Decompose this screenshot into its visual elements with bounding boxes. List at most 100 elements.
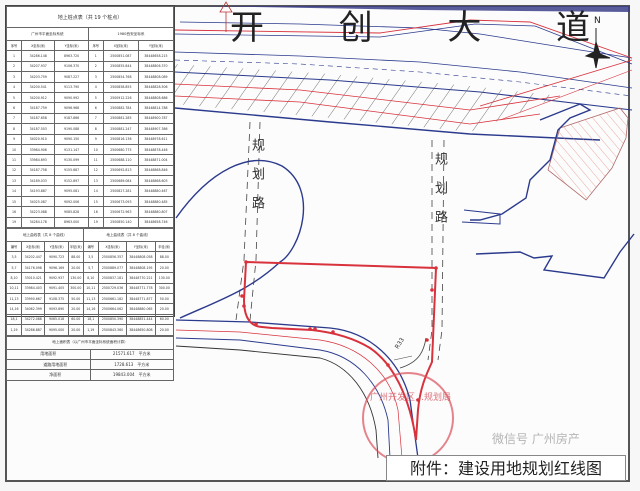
- table-cell: 5,7: [5, 261, 23, 274]
- table-cell: 6: [87, 102, 104, 114]
- table-cell: 1,19: [5, 324, 23, 336]
- table-cell: 13: [5, 175, 23, 187]
- curve-table-left-title: 地上曲线表（共 8 个曲线）: [6, 228, 84, 243]
- table-cell: 38448880.807: [137, 206, 175, 218]
- right-blue-boundary: [470, 103, 592, 221]
- table-cell: 38448808.686: [137, 91, 175, 104]
- r33-arc: [399, 337, 427, 369]
- table-cell: 2500882.784: [102, 102, 139, 114]
- column-header: 序号: [5, 39, 23, 52]
- column-header: Y坐标(米): [126, 241, 156, 253]
- table-cell: 9: [5, 133, 23, 145]
- arrow-up-icon: [219, 1, 233, 32]
- right-coord-system: 1980西安坐标系: [87, 27, 175, 41]
- planned-road-label-left: 规划路: [249, 138, 264, 225]
- official-seal: [362, 372, 454, 464]
- column-header: X坐标(米): [102, 39, 139, 52]
- table-cell: 300.00: [67, 282, 84, 295]
- table-cell: 50.00: [154, 292, 175, 305]
- table-cell: 9130.099: [54, 154, 89, 166]
- table-cell: 2: [5, 60, 23, 73]
- table-cell: 60.00: [154, 313, 175, 326]
- table-cell: 2500881.285: [102, 112, 139, 125]
- planned-road-label-right: 规划路: [432, 152, 447, 239]
- road-char: 开: [230, 8, 264, 48]
- table-cell: 38448771.877: [126, 292, 156, 305]
- table-cell: 34207.937: [21, 60, 56, 73]
- column-header: 半径(米): [154, 241, 175, 253]
- table-cell: 2500816.136: [102, 133, 139, 145]
- table-cell: 9090.150: [54, 133, 89, 145]
- table-cell: 2500843.360: [97, 324, 128, 336]
- table-cell: 9108.375: [44, 292, 69, 305]
- table-cell: 300.00: [154, 282, 175, 295]
- table-cell: 9095.000: [44, 324, 69, 336]
- table-cell: 2500673.093: [102, 195, 139, 208]
- table-cell: 8,10: [5, 272, 23, 284]
- table-cell: 34025.087: [21, 195, 56, 208]
- table-cell: 38448658.215: [137, 50, 175, 62]
- table-cell: 11,13: [82, 292, 99, 305]
- table-cell: 2500688.110: [102, 154, 139, 166]
- table-cell: 88.00: [154, 251, 175, 263]
- table-cell: 38448828.506: [137, 81, 175, 93]
- table-cell: 20.00: [67, 303, 84, 315]
- table-cell: 3: [87, 71, 104, 83]
- table-cell: 2500850.140: [102, 216, 139, 229]
- table-cell: 34187.759: [21, 102, 56, 114]
- column-header: X坐标(米): [21, 39, 56, 52]
- table-cell: 50.00: [67, 292, 84, 305]
- road-char: 道: [555, 8, 590, 48]
- table-cell: 9190.088: [54, 123, 89, 135]
- column-header: 序号: [87, 39, 104, 52]
- area-unit: 平方米: [138, 351, 151, 357]
- table-cell: 38448808.195: [126, 261, 156, 274]
- table-cell: 20.00: [67, 324, 84, 336]
- area-unit: 平方米: [138, 372, 151, 378]
- table-cell: 2500881.247: [102, 123, 139, 135]
- table-cell: 2500851.087: [102, 50, 139, 62]
- table-cell: 9187.866: [54, 112, 89, 125]
- table-cell: 2500858.855: [102, 81, 139, 93]
- table-cell: 34189.033: [21, 175, 56, 187]
- table-cell: 13: [87, 175, 104, 187]
- table-cell: 34187.758: [21, 164, 56, 177]
- table-cell: 9092.006: [54, 195, 89, 208]
- column-header: 编号: [5, 241, 23, 253]
- table-cell: 88.00: [67, 251, 84, 263]
- road-char: 创: [338, 8, 373, 48]
- table-cell: 9090.723: [44, 251, 69, 263]
- table-cell: 2500854.768: [102, 71, 139, 83]
- table-cell: 38448770.221: [126, 272, 156, 284]
- table-cell: 38448907.386: [137, 123, 175, 135]
- table-cell: 2500661.182: [97, 292, 128, 305]
- table-cell: 38448808.089: [137, 71, 175, 83]
- table-cell: 9155.687: [54, 164, 89, 177]
- table-cell: 20.00: [154, 324, 175, 336]
- north-arrow-icon: [584, 28, 611, 69]
- table-cell: 38448880.065: [126, 303, 156, 315]
- column-header: 编号: [82, 241, 99, 253]
- road-char: 大: [447, 8, 482, 48]
- table-cell: 9090.992: [54, 91, 89, 104]
- table-cell: 9092.937: [44, 272, 69, 284]
- right-hatched-parcel: [547, 107, 629, 201]
- table-cell: 8963.720: [54, 50, 89, 62]
- table-cell: 34286.148: [21, 50, 56, 62]
- table-cell: 33010.421: [21, 272, 46, 284]
- table-cell: 130.00: [154, 272, 175, 284]
- table-cell: 38448871.004: [137, 154, 175, 166]
